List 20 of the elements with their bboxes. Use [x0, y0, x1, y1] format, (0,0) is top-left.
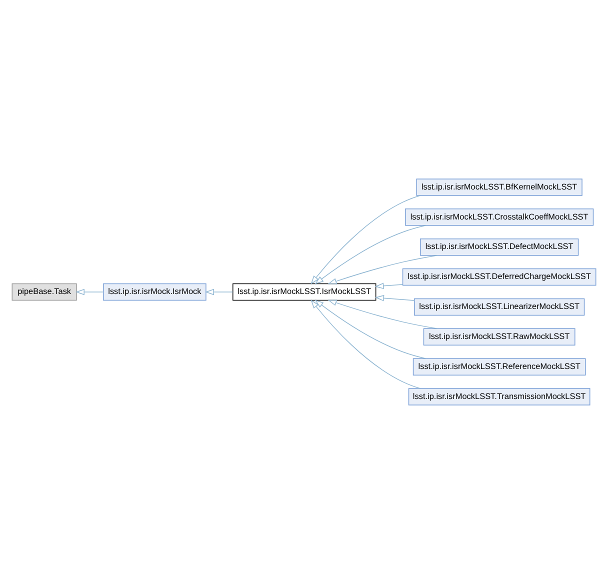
node-box: lsst.ip.isr.isrMockLSST.RawMockLSST [423, 328, 576, 346]
node-box: lsst.ip.isr.isrMockLSST.ReferenceMockLSST [412, 358, 586, 376]
node-box: lsst.ip.isr.isrMockLSST.IsrMockLSST [232, 283, 376, 301]
node-box: pipeBase.Task [12, 283, 77, 301]
node-box: lsst.ip.isr.isrMock.IsrMock [103, 283, 206, 301]
arrow [204, 288, 234, 296]
node-box: lsst.ip.isr.isrMockLSST.BfKernelMockLSST [416, 178, 582, 196]
arrow [310, 195, 421, 284]
node-box: lsst.ip.isr.isrMockLSST.CrosstalkCoeffMockLSST [405, 208, 594, 226]
arrow [314, 300, 426, 359]
arrow [310, 300, 421, 389]
arrow [328, 300, 438, 330]
node-box: lsst.ip.isr.isrMockLSST.LinearizerMockLSST [414, 298, 585, 316]
arrow [314, 225, 426, 284]
node-box: lsst.ip.isr.isrMockLSST.TransmissionMockLSST [408, 388, 590, 406]
arrow [374, 282, 404, 290]
arrow [375, 294, 415, 302]
node-box: lsst.ip.isr.isrMockLSST.DefectMockLSST [420, 238, 579, 256]
node-box: lsst.ip.isr.isrMockLSST.DeferredChargeMockLSST [402, 268, 596, 286]
arrow [75, 288, 104, 296]
